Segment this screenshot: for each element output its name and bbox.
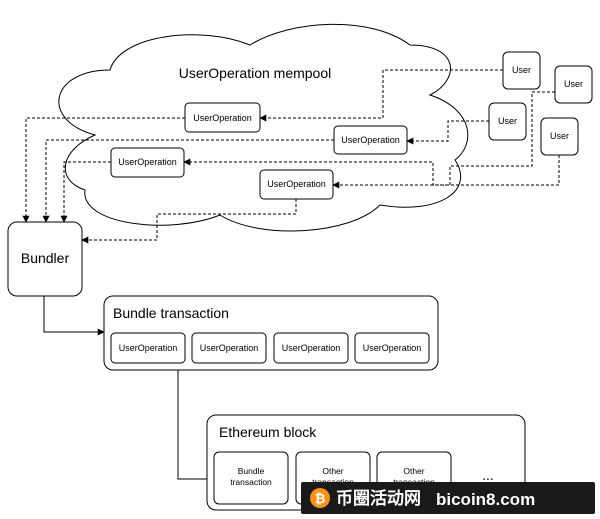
- watermark-banner: ₿ 币圈活动网 bicoin8.com: [301, 482, 595, 514]
- user-4: User: [540, 117, 579, 156]
- block-item-bundle-line1: Bundle: [238, 466, 265, 476]
- bundler-label: Bundler: [21, 250, 70, 266]
- bundle-op-3: [273, 332, 349, 364]
- bundle-op-label: UserOperation: [119, 343, 178, 353]
- bundle-op-label: UserOperation: [282, 343, 341, 353]
- user-1: User: [502, 51, 541, 90]
- user-label: User: [498, 116, 517, 126]
- arrow-op4-to-bundler: [81, 199, 297, 244]
- mempool-op-3: UserOperation: [110, 147, 185, 178]
- arrow-bundler-to-bundle-tx: [43, 296, 105, 336]
- mempool-title: UserOperation mempool: [179, 65, 332, 81]
- watermark-brand-domain: bicoin8.com: [436, 490, 535, 509]
- bitcoin-symbol-icon: ₿: [315, 491, 326, 506]
- arrow-user1-to-op1: [259, 69, 503, 122]
- mempool-op-2: UserOperation: [333, 125, 408, 155]
- op-label: UserOperation: [193, 113, 252, 123]
- arrow-op1-to-bundler: [22, 117, 185, 223]
- mempool-cloud: [58, 23, 469, 232]
- arrow-user4-to-op3: [183, 155, 560, 186]
- watermark-brand-cn: 币圈活动网: [336, 488, 421, 508]
- user-label: User: [564, 79, 583, 89]
- bundle-op-4: [354, 332, 430, 364]
- bitcoin-logo-icon: [310, 488, 330, 508]
- bundle-op-1: [110, 332, 186, 364]
- mempool-op-1: UserOperation: [184, 102, 261, 133]
- ethereum-block-title: Ethereum block: [219, 424, 317, 440]
- bundler: Bundler: [7, 221, 83, 297]
- user-label: User: [512, 65, 531, 75]
- block-item-other1-line1: Other: [322, 466, 343, 476]
- bundle-transaction-title: Bundle transaction: [113, 305, 229, 321]
- block-ellipsis: ...: [482, 467, 494, 483]
- user-2: User: [554, 65, 593, 104]
- arrow-bundle-tx-to-block: [177, 370, 215, 483]
- bundle-op-label: UserOperation: [200, 343, 259, 353]
- bundle-transaction: Bundle transaction UserOperation UserOpe…: [103, 295, 439, 371]
- arrow-user2-to-op4: [332, 91, 555, 189]
- block-item-bundle: [213, 451, 289, 505]
- mempool-op-4: UserOperation: [259, 169, 334, 200]
- op-label: UserOperation: [118, 157, 177, 167]
- bundle-op-2: [191, 332, 267, 364]
- op-label: UserOperation: [341, 135, 400, 145]
- user-label: User: [550, 131, 569, 141]
- block-item-other2-line1: Other: [403, 466, 424, 476]
- op-label: UserOperation: [267, 179, 326, 189]
- arrow-op3-to-bundler: [60, 161, 111, 223]
- user-3: User: [488, 102, 527, 141]
- block-item-bundle-line2: transaction: [230, 477, 272, 487]
- arrow-op2-to-bundler: [42, 139, 334, 223]
- arrow-user3-to-op2: [406, 120, 489, 145]
- bundle-op-label: UserOperation: [363, 343, 422, 353]
